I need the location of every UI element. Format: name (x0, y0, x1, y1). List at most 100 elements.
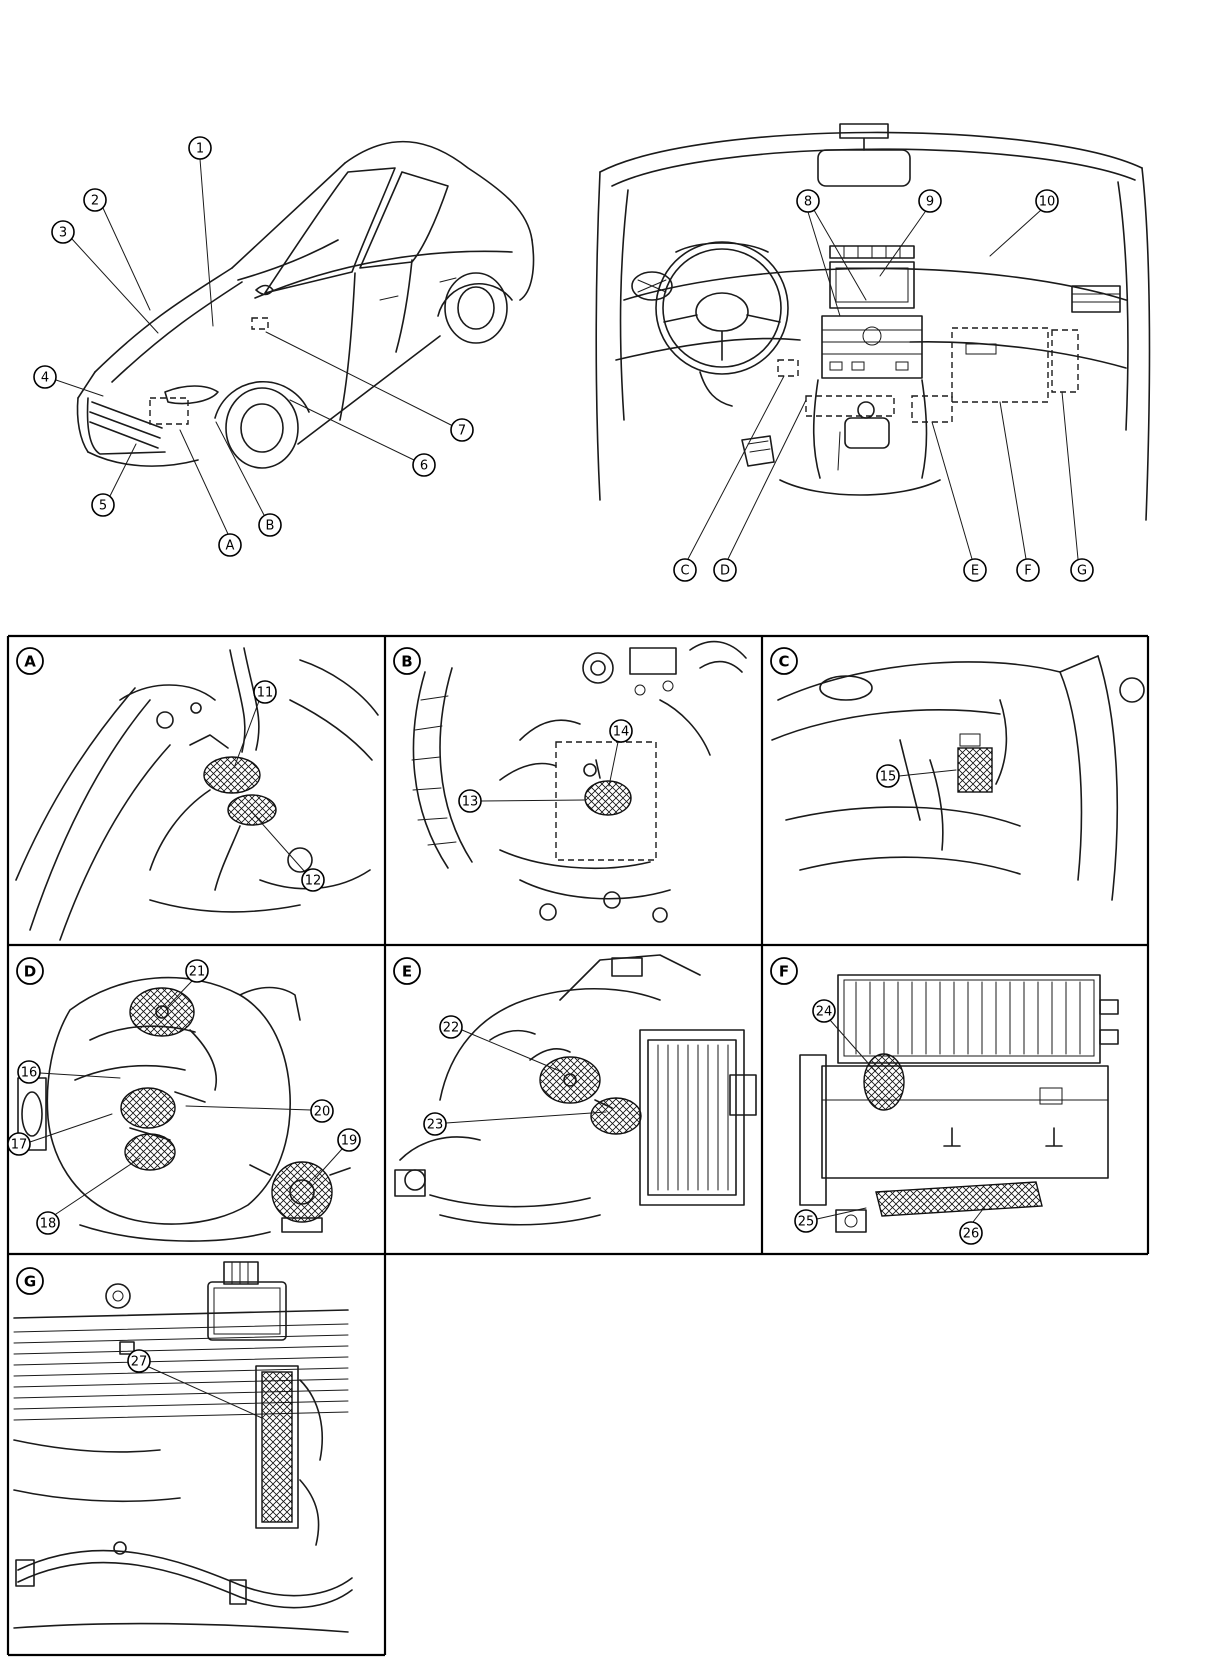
panel-b: B 13 14 (393, 640, 747, 923)
svg-text:23: 23 (427, 1118, 444, 1133)
svg-text:A: A (24, 653, 36, 671)
callout-22: 22 (439, 1015, 463, 1039)
interior-figure: 8 9 10 C D E F G (595, 123, 1151, 582)
svg-text:13: 13 (462, 795, 479, 810)
callout-E-overview: E (963, 558, 987, 582)
svg-text:1: 1 (196, 142, 204, 157)
svg-text:F: F (1024, 564, 1031, 579)
svg-text:10: 10 (1039, 195, 1056, 210)
callout-A-overview: A (218, 533, 242, 557)
panel-c-label: C (770, 647, 798, 675)
svg-text:16: 16 (21, 1066, 38, 1081)
panel-g-art (13, 1261, 353, 1633)
panel-f-art (799, 974, 1119, 1233)
callout-14: 14 (609, 719, 633, 743)
callout-26: 26 (959, 1221, 983, 1245)
panel-d-label: D (16, 957, 44, 985)
svg-text:C: C (680, 564, 689, 579)
panel-e-label: E (393, 957, 421, 985)
svg-text:19: 19 (341, 1134, 358, 1149)
svg-text:3: 3 (59, 226, 67, 241)
callout-18: 18 (36, 1211, 60, 1235)
callout-9: 9 (918, 189, 942, 213)
callout-8: 8 (796, 189, 820, 213)
callout-B-overview: B (258, 513, 282, 537)
svg-text:6: 6 (420, 459, 428, 474)
svg-text:G: G (1077, 564, 1087, 579)
panel-b-label: B (393, 647, 421, 675)
svg-text:C: C (778, 653, 789, 671)
interior-dashboard-art (595, 123, 1151, 521)
svg-text:A: A (226, 539, 235, 554)
svg-text:12: 12 (305, 874, 322, 889)
svg-text:25: 25 (798, 1215, 815, 1230)
svg-text:E: E (402, 963, 412, 981)
callout-11: 11 (253, 680, 277, 704)
svg-text:D: D (720, 564, 730, 579)
svg-text:B: B (401, 653, 412, 671)
callout-17: 17 (7, 1132, 31, 1156)
panel-a-art (15, 647, 379, 941)
callout-24: 24 (812, 999, 836, 1023)
callout-20: 20 (310, 1099, 334, 1123)
panel-g: G 27 (13, 1261, 353, 1633)
panel-d: D 21 16 20 17 18 (7, 957, 361, 1242)
panel-e-art (394, 954, 757, 1226)
callout-4: 4 (33, 365, 57, 389)
exterior-car-art (76, 140, 535, 469)
callout-10: 10 (1035, 189, 1059, 213)
callout-G-overview: G (1070, 558, 1094, 582)
panel-b-art (411, 640, 747, 923)
svg-text:F: F (779, 963, 789, 981)
callout-2: 2 (83, 188, 107, 212)
svg-text:B: B (266, 519, 275, 534)
svg-text:20: 20 (314, 1105, 331, 1120)
callout-13: 13 (458, 789, 482, 813)
callout-1: 1 (188, 136, 212, 160)
callout-27: 27 (127, 1349, 151, 1373)
callout-D-overview: D (713, 558, 737, 582)
callout-16: 16 (17, 1060, 41, 1084)
svg-text:24: 24 (816, 1005, 833, 1020)
svg-text:22: 22 (443, 1021, 460, 1036)
svg-text:D: D (24, 963, 36, 981)
callout-F-overview: F (1016, 558, 1040, 582)
exterior-figure: 1 2 3 4 5 A B 6 7 (33, 136, 535, 557)
svg-text:5: 5 (99, 499, 107, 514)
panel-a-label: A (16, 647, 44, 675)
svg-text:14: 14 (613, 725, 630, 740)
panel-a: A 11 12 (15, 647, 379, 941)
panel-f: F 24 25 26 (770, 957, 1119, 1245)
panel-d-art (17, 976, 351, 1242)
callout-25: 25 (794, 1209, 818, 1233)
svg-text:7: 7 (458, 424, 466, 439)
svg-text:11: 11 (257, 686, 274, 701)
callout-C-overview: C (673, 558, 697, 582)
panel-g-label: G (16, 1267, 44, 1295)
svg-text:15: 15 (880, 770, 897, 785)
callout-23: 23 (423, 1112, 447, 1136)
panel-c: C 15 (770, 647, 1145, 901)
svg-text:21: 21 (189, 965, 206, 980)
svg-text:26: 26 (963, 1227, 980, 1242)
svg-text:18: 18 (40, 1217, 57, 1232)
interior-leader-lines (687, 209, 1079, 560)
svg-text:4: 4 (41, 371, 49, 386)
svg-text:E: E (971, 564, 979, 579)
svg-text:G: G (24, 1273, 36, 1291)
callout-5: 5 (91, 493, 115, 517)
panel-e: E 22 23 (393, 954, 757, 1226)
callout-3: 3 (51, 220, 75, 244)
callout-15: 15 (876, 764, 900, 788)
callout-12: 12 (301, 868, 325, 892)
svg-text:8: 8 (804, 195, 812, 210)
svg-text:9: 9 (926, 195, 934, 210)
panel-c-art (771, 655, 1145, 901)
callout-7: 7 (450, 418, 474, 442)
callout-19: 19 (337, 1128, 361, 1152)
svg-text:17: 17 (11, 1138, 28, 1153)
callout-21: 21 (185, 959, 209, 983)
panel-f-label: F (770, 957, 798, 985)
